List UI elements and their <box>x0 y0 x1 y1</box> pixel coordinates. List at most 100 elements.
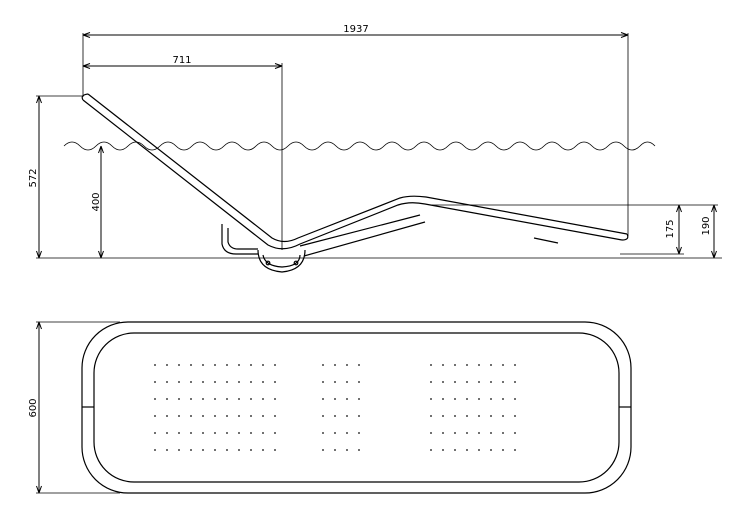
perforation-dot <box>478 449 480 451</box>
perforation-dot <box>502 432 504 434</box>
perforation-dot <box>226 381 228 383</box>
perforation-dot <box>430 398 432 400</box>
dimension-backrest-height: 572 <box>28 95 84 259</box>
perforation-dot <box>430 364 432 366</box>
perforation-dot <box>226 364 228 366</box>
perforation-dot <box>190 398 192 400</box>
perforation-dot <box>442 415 444 417</box>
perforation-dot <box>262 449 264 451</box>
lounger-frame <box>81 93 629 273</box>
perforation-dot <box>262 364 264 366</box>
perforation-dot <box>178 364 180 366</box>
perforation-dot <box>430 449 432 451</box>
perforation-dot <box>262 415 264 417</box>
perforation-dot <box>178 432 180 434</box>
perforation-dot <box>322 432 324 434</box>
perforation-dot <box>358 364 360 366</box>
perforation-dot <box>226 432 228 434</box>
perforation-dot <box>214 432 216 434</box>
perforation-dot <box>454 364 456 366</box>
perforation-dot <box>478 398 480 400</box>
perforation-dot <box>166 381 168 383</box>
perforation-dot <box>490 432 492 434</box>
perforation-dot <box>454 398 456 400</box>
perforation-dot <box>322 398 324 400</box>
dimension-overall-length: 1937 <box>82 24 629 236</box>
perforation-dot <box>202 364 204 366</box>
perforation-dot <box>454 432 456 434</box>
perforation-dot <box>514 432 516 434</box>
top-frame-inner <box>93 332 620 483</box>
perforation-dot <box>322 381 324 383</box>
perforation-dot <box>178 398 180 400</box>
perforation-dot <box>250 415 252 417</box>
perforation-dot <box>490 415 492 417</box>
perforation-dot <box>262 381 264 383</box>
perforation-dot <box>202 415 204 417</box>
perforation-dot <box>478 364 480 366</box>
perforation-dot <box>490 381 492 383</box>
perforation-dot <box>190 449 192 451</box>
perforation-dot <box>238 415 240 417</box>
perforation-dot <box>466 415 468 417</box>
dimension-water-level: 400 <box>91 145 104 259</box>
perforation-dot <box>226 449 228 451</box>
perforation-dot <box>178 415 180 417</box>
perforation-dot <box>178 381 180 383</box>
perforation-dot <box>262 432 264 434</box>
perforation-dot <box>274 432 276 434</box>
perforation-dot <box>166 449 168 451</box>
perforation-dot <box>202 449 204 451</box>
perforation-dot <box>430 415 432 417</box>
dimension-width: 600 <box>28 321 120 494</box>
perforation-dot <box>490 449 492 451</box>
perforation-dot <box>346 381 348 383</box>
width-label: 600 <box>28 398 39 417</box>
overall-length-label: 1937 <box>343 24 368 35</box>
water-line <box>63 141 656 151</box>
perforation-dot <box>334 398 336 400</box>
perforation-dot <box>502 449 504 451</box>
leg-rest-height-label: 175 <box>665 219 676 238</box>
backrest-length-label: 711 <box>172 55 191 66</box>
perforation-dot <box>346 432 348 434</box>
perforation-dot <box>214 381 216 383</box>
perforation-dot <box>334 364 336 366</box>
perforation-dot <box>238 432 240 434</box>
perforation-dot <box>358 381 360 383</box>
perforation-dot <box>514 364 516 366</box>
perforation-dot <box>190 364 192 366</box>
perforation-dot <box>334 381 336 383</box>
perforation-dot <box>514 381 516 383</box>
perforation-dot <box>250 381 252 383</box>
perforation-dot <box>430 381 432 383</box>
perforation-dot <box>502 415 504 417</box>
perforation-dot <box>166 364 168 366</box>
perforation-dot <box>430 432 432 434</box>
perforation-dot <box>202 432 204 434</box>
perforation-dot <box>214 449 216 451</box>
perforation-dot <box>466 398 468 400</box>
top-frame-outer <box>81 321 632 494</box>
perforation-dot <box>514 398 516 400</box>
perforation-dot <box>274 415 276 417</box>
perforation-dot <box>322 415 324 417</box>
perforation-dot <box>154 398 156 400</box>
perforation-dot <box>502 381 504 383</box>
perforation-dot <box>358 398 360 400</box>
perforation-dot <box>190 432 192 434</box>
perforation-dot <box>346 364 348 366</box>
perforation-dot <box>346 449 348 451</box>
perforation-dot <box>442 449 444 451</box>
perforation-dot <box>190 415 192 417</box>
perforation-dot <box>202 381 204 383</box>
perforation-dot <box>478 432 480 434</box>
perforation-dot <box>262 398 264 400</box>
perforation-dot <box>226 415 228 417</box>
perforation-dot <box>466 364 468 366</box>
perforation-dot <box>442 398 444 400</box>
perforation-dot <box>250 364 252 366</box>
perforation-dot <box>226 398 228 400</box>
perforation-dot <box>502 398 504 400</box>
